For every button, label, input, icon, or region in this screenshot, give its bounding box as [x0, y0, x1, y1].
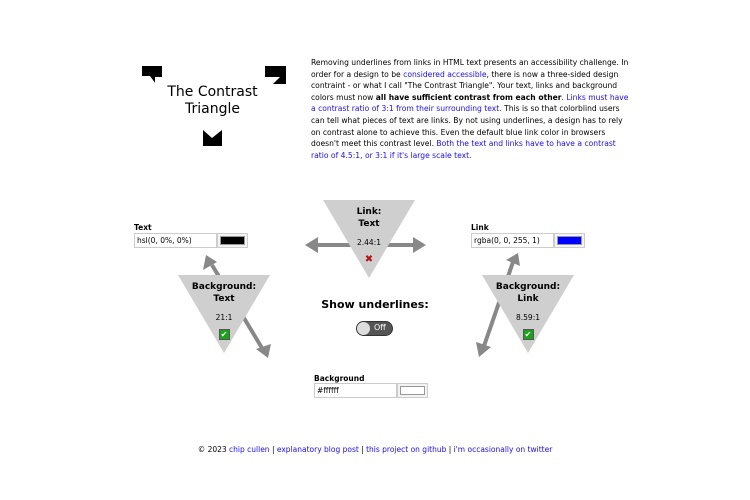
background-color-input[interactable]: #ffffff	[314, 383, 397, 398]
separator: |	[269, 445, 277, 454]
logo-corner-top-right	[265, 66, 286, 84]
triangle-title: Text	[358, 219, 380, 229]
link-ratio-link[interactable]: Links must have a contrast ratio of 3:1 …	[311, 92, 629, 114]
intro-text: Removing underlines from links in HTML t…	[311, 58, 629, 79]
triangle-title: Text	[213, 294, 235, 304]
footer: © 2023 chip cullen | explanatory blog po…	[0, 445, 750, 454]
pass-icon: ✔	[218, 329, 230, 340]
intro-bold: all have sufficient contrast from each o…	[375, 92, 562, 102]
blog-link[interactable]: explanatory blog post	[276, 445, 359, 454]
intro-text: , there is now a three-sided design cont…	[311, 69, 619, 102]
background-color-swatch[interactable]	[397, 383, 428, 398]
copyright: © 2023	[197, 445, 230, 454]
contrast-ratio: 8.59:1	[516, 313, 540, 322]
contrast-ratio: 21:1	[215, 313, 233, 322]
toggle-state: Off	[374, 323, 386, 332]
link-color-swatch[interactable]	[554, 233, 585, 248]
link-color-input[interactable]: rgba(0, 0, 255, 1)	[471, 233, 554, 248]
fail-icon: ✖	[364, 254, 374, 265]
text-color-swatch[interactable]	[217, 233, 248, 248]
separator: |	[358, 445, 367, 454]
logo-title: The Contrast Triangle	[167, 84, 258, 117]
text-ratio-link[interactable]: Both the text and links have to have a c…	[311, 139, 616, 160]
show-underlines-label: Show underlines:	[321, 298, 429, 311]
link-color-label: Link	[471, 223, 489, 232]
separator: |	[446, 445, 454, 454]
underlines-toggle[interactable]: Off	[356, 321, 393, 336]
text-color-label: Text	[134, 223, 152, 232]
twitter-link[interactable]: i'm occasionally on twitter	[453, 445, 553, 454]
triangle-title: Link:	[356, 207, 382, 217]
github-link[interactable]: this project on github	[366, 445, 447, 454]
triangle-title: Background:	[495, 282, 561, 292]
intro-text: This is so that colorblind users can tel…	[311, 104, 623, 149]
toggle-knob	[357, 322, 370, 335]
intro-paragraph: Removing underlines from links in HTML t…	[311, 57, 629, 161]
contrast-ratio: 2.44:1	[357, 238, 381, 247]
intro-text: .	[561, 92, 567, 102]
logo-corner-bottom	[203, 130, 222, 146]
author-link[interactable]: chip cullen	[229, 445, 270, 454]
triangle-title: Link	[517, 294, 539, 304]
text-color-input[interactable]: hsl(0, 0%, 0%)	[134, 233, 217, 248]
pass-icon: ✔	[522, 329, 534, 340]
considered-accessible-link[interactable]: considered accessible	[403, 69, 487, 79]
triangle-title: Background:	[191, 282, 257, 292]
background-color-label: Background	[314, 374, 365, 383]
